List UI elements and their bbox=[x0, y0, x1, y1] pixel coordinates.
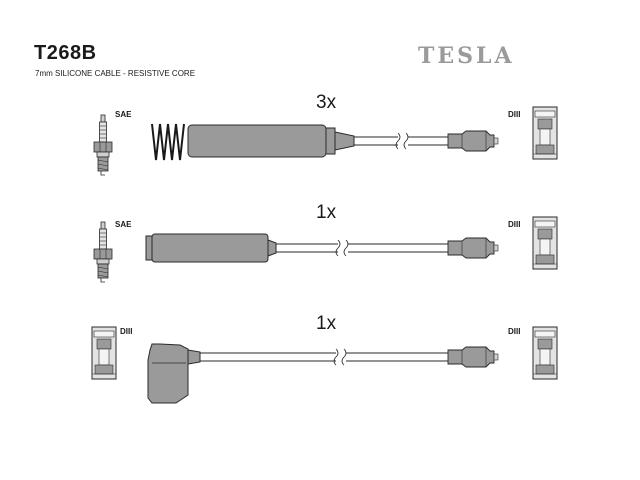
lead-2-boot-tip bbox=[145, 235, 153, 261]
lead-2-cable bbox=[276, 243, 448, 253]
lead-2-distributor-cap-icon bbox=[447, 237, 499, 259]
lead-1-spark-plug-icon bbox=[93, 114, 113, 176]
lead-2-diii-terminal-icon bbox=[532, 216, 558, 270]
lead-3-break-mark bbox=[333, 348, 347, 366]
lead-3-quantity: 1x bbox=[316, 313, 337, 334]
lead-3-left-connector-label: DIII bbox=[120, 327, 133, 336]
lead-1-left-connector-label: SAE bbox=[115, 110, 132, 119]
lead-2-spark-plug-icon bbox=[93, 221, 113, 283]
lead-1-boot-collar bbox=[325, 127, 336, 155]
lead-2-boot-taper bbox=[267, 239, 277, 257]
lead-1-boot-taper bbox=[334, 131, 355, 151]
lead-1-break-mark bbox=[395, 132, 409, 150]
lead-1-cable bbox=[354, 136, 448, 146]
lead-3-right-diii-terminal-icon bbox=[532, 326, 558, 380]
lead-3-boot-taper bbox=[187, 349, 201, 365]
lead-1-boot bbox=[187, 124, 327, 158]
lead-3-left-diii-terminal-icon bbox=[91, 326, 117, 380]
lead-1-right-connector-label: DIII bbox=[508, 110, 521, 119]
cable-description: 7mm SILICONE CABLE - RESISTIVE CORE bbox=[35, 69, 196, 78]
lead-2-quantity: 1x bbox=[316, 202, 337, 223]
brand-logo: TESLA bbox=[418, 43, 515, 69]
lead-1-quantity: 3x bbox=[316, 92, 337, 113]
lead-2-right-connector-label: DIII bbox=[508, 220, 521, 229]
lead-2-boot bbox=[151, 233, 269, 263]
lead-1-diii-terminal-icon bbox=[532, 106, 558, 160]
lead-3-distributor-cap-icon bbox=[447, 346, 499, 368]
part-number: T268B bbox=[34, 42, 97, 64]
lead-3-right-connector-label: DIII bbox=[508, 327, 521, 336]
lead-2-left-connector-label: SAE bbox=[115, 220, 132, 229]
lead-3-angled-boot bbox=[147, 343, 189, 404]
lead-1-spring-icon bbox=[151, 123, 185, 161]
lead-1-distributor-cap-icon bbox=[447, 130, 499, 152]
lead-2-break-mark bbox=[335, 239, 349, 257]
lead-3-cable bbox=[200, 352, 448, 362]
